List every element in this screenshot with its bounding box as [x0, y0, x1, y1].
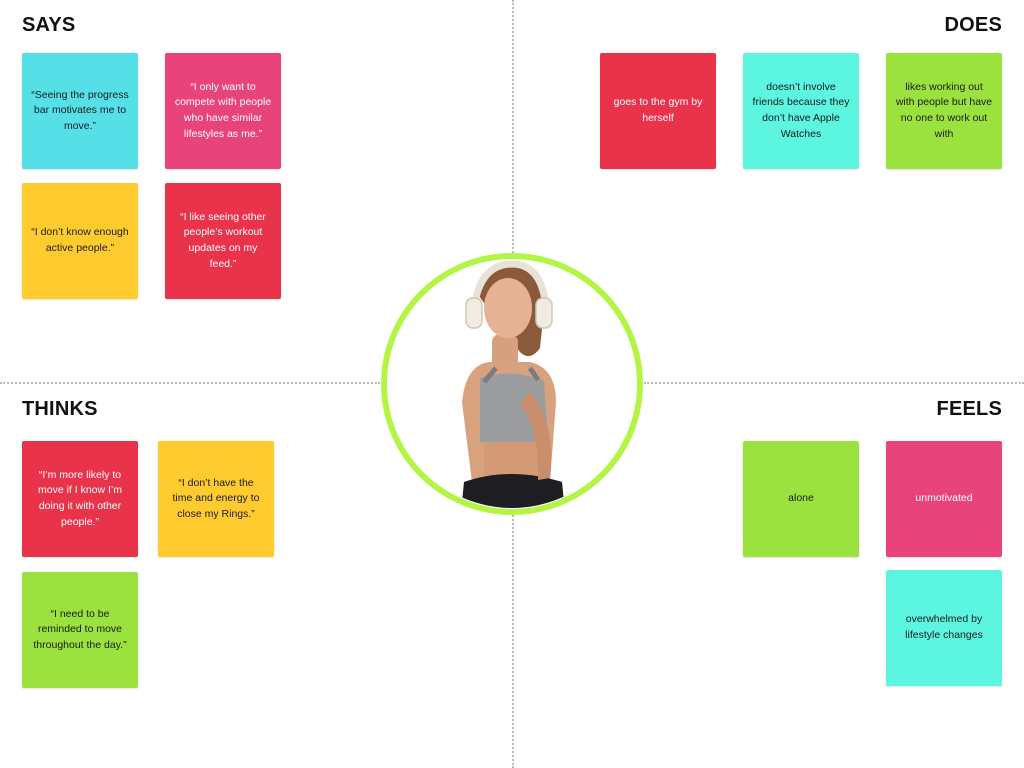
does-heading: DOES [944, 14, 1002, 36]
sticky-note-feels-overwhelmed[interactable]: overwhelmed by lifestyle changes [886, 570, 1002, 686]
woman-with-headphones-icon [460, 260, 566, 508]
sticky-note-feels-alone[interactable]: alone [743, 441, 859, 557]
sticky-note-says-workout-updates[interactable]: “I like seeing other people’s workout up… [165, 183, 281, 299]
note-text: goes to the gym by herself [613, 96, 703, 124]
note-text: “I need to be reminded to move throughou… [33, 607, 127, 651]
note-text: “I don’t know enough active people.” [31, 226, 129, 254]
note-text: alone [788, 492, 814, 505]
horizontal-divider-right [644, 382, 1024, 384]
sticky-note-says-compete[interactable]: “I only want to compete with people who … [165, 53, 281, 169]
note-text: unmotivated [915, 492, 973, 505]
sticky-note-says-progress-bar[interactable]: “Seeing the progress bar motivates me to… [22, 53, 138, 169]
sticky-note-does-friends[interactable]: doesn’t involve friends because they don… [743, 53, 859, 169]
sticky-note-thinks-time-energy[interactable]: “I don’t have the time and energy to clo… [158, 441, 274, 557]
note-text: “I like seeing other people’s workout up… [180, 210, 266, 270]
sticky-note-says-active-people[interactable]: “I don’t know enough active people.” [22, 183, 138, 299]
sticky-note-thinks-move-with-others[interactable]: “I’m more likely to move if I know I’m d… [22, 441, 138, 557]
says-heading: SAYS [22, 14, 76, 36]
note-text: “I only want to compete with people who … [174, 80, 272, 140]
note-text: likes working out with people but have n… [895, 80, 993, 140]
feels-heading: FEELS [936, 398, 1002, 420]
sticky-note-feels-unmotivated[interactable]: unmotivated [886, 441, 1002, 557]
note-text: “Seeing the progress bar motivates me to… [31, 88, 129, 132]
sticky-note-does-gym[interactable]: goes to the gym by herself [600, 53, 716, 169]
sticky-note-thinks-reminded[interactable]: “I need to be reminded to move throughou… [22, 572, 138, 688]
sticky-note-does-working-out[interactable]: likes working out with people but have n… [886, 53, 1002, 169]
horizontal-divider-left [0, 382, 380, 384]
note-text: overwhelmed by lifestyle changes [905, 613, 983, 641]
note-text: “I don’t have the time and energy to clo… [172, 476, 260, 520]
persona-avatar [381, 253, 643, 515]
note-text: doesn’t involve friends because they don… [752, 80, 850, 140]
thinks-heading: THINKS [22, 398, 98, 420]
note-text: “I’m more likely to move if I know I’m d… [37, 468, 123, 528]
